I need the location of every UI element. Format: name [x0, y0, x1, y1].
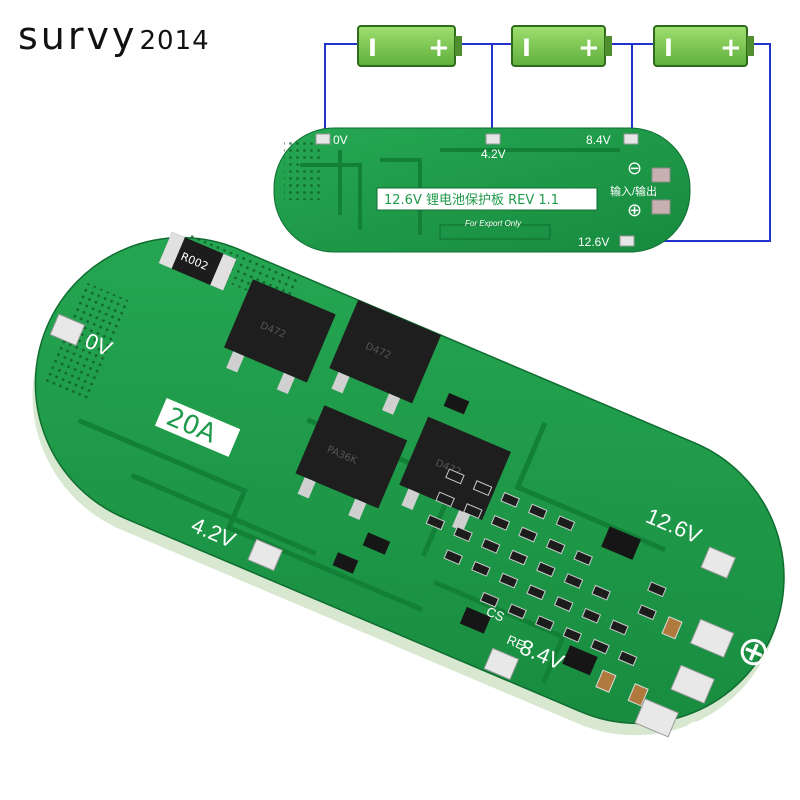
wiring-diagram: I + I + I + For Export Only	[273, 25, 771, 253]
pad-4-2v-top	[485, 133, 501, 145]
top-plus-symbol: ⊕	[627, 200, 642, 220]
shunt-resistor: R002	[158, 231, 237, 291]
top-label-12-6v: 12.6V	[578, 235, 609, 249]
battery-2: I +	[511, 25, 612, 67]
battery-1-minus: I	[368, 34, 377, 62]
pad-8-4v-top	[623, 133, 639, 145]
smd-capacitors	[595, 616, 683, 707]
pad-8-4v	[483, 647, 520, 681]
pad-out-plus	[689, 618, 735, 658]
main-pcb: R002 D472 D472 PA36K D472	[32, 231, 785, 761]
battery-2-plus: +	[578, 33, 600, 63]
pad-12-6v	[700, 546, 737, 579]
battery-1-plus: +	[428, 33, 450, 63]
top-label-4-2v: 4.2V	[481, 147, 506, 161]
mosfet-2: D472	[329, 300, 441, 415]
top-board-label: 12.6V 锂电池保护板 REV 1.1	[384, 193, 559, 208]
battery-3: I +	[653, 25, 754, 67]
battery-3-minus: I	[664, 34, 673, 62]
battery-2-minus: I	[522, 34, 531, 62]
top-side-label: 输入/输出	[610, 184, 657, 198]
top-pcb-small-print: For Export Only	[465, 219, 522, 228]
label-cs: CS	[484, 604, 507, 625]
pad-4-2v	[247, 538, 283, 572]
mosfet-3: PA36K	[295, 405, 408, 520]
protection-ics	[332, 392, 642, 676]
pad-out-mid	[670, 664, 715, 704]
mosfet-1: D472	[223, 279, 336, 395]
battery-3-plus: +	[720, 33, 742, 63]
battery-1: I +	[357, 25, 462, 67]
pad-0v-top	[315, 133, 331, 145]
mosfet-4: D472	[399, 416, 511, 532]
wire-12-6v	[630, 43, 771, 242]
pad-0v	[49, 313, 86, 347]
brand-name: survy	[18, 14, 138, 58]
top-label-8-4v: 8.4V	[586, 133, 611, 147]
brand-logo: survy2014	[18, 14, 210, 58]
top-minus-symbol: ⊖	[627, 158, 642, 178]
brand-year: 2014	[139, 26, 210, 56]
wire-8-4v-left	[605, 43, 633, 138]
terminal-pads	[49, 313, 737, 738]
label-re: RE	[505, 632, 528, 653]
wire-4-2v-left	[461, 43, 493, 138]
smd-resistors	[425, 468, 667, 667]
pad-output-minus	[651, 199, 671, 215]
pad-output-plus	[651, 167, 671, 183]
top-label-0v: 0V	[333, 133, 348, 147]
wires	[324, 43, 771, 242]
wire-0v	[324, 43, 358, 138]
top-pcb: For Export Only 0V 4.2V 8.4V 12.6V ⊖ ⊕ 输…	[273, 127, 691, 253]
pad-12-6v-top	[619, 235, 635, 247]
pad-out-minus	[634, 698, 679, 738]
